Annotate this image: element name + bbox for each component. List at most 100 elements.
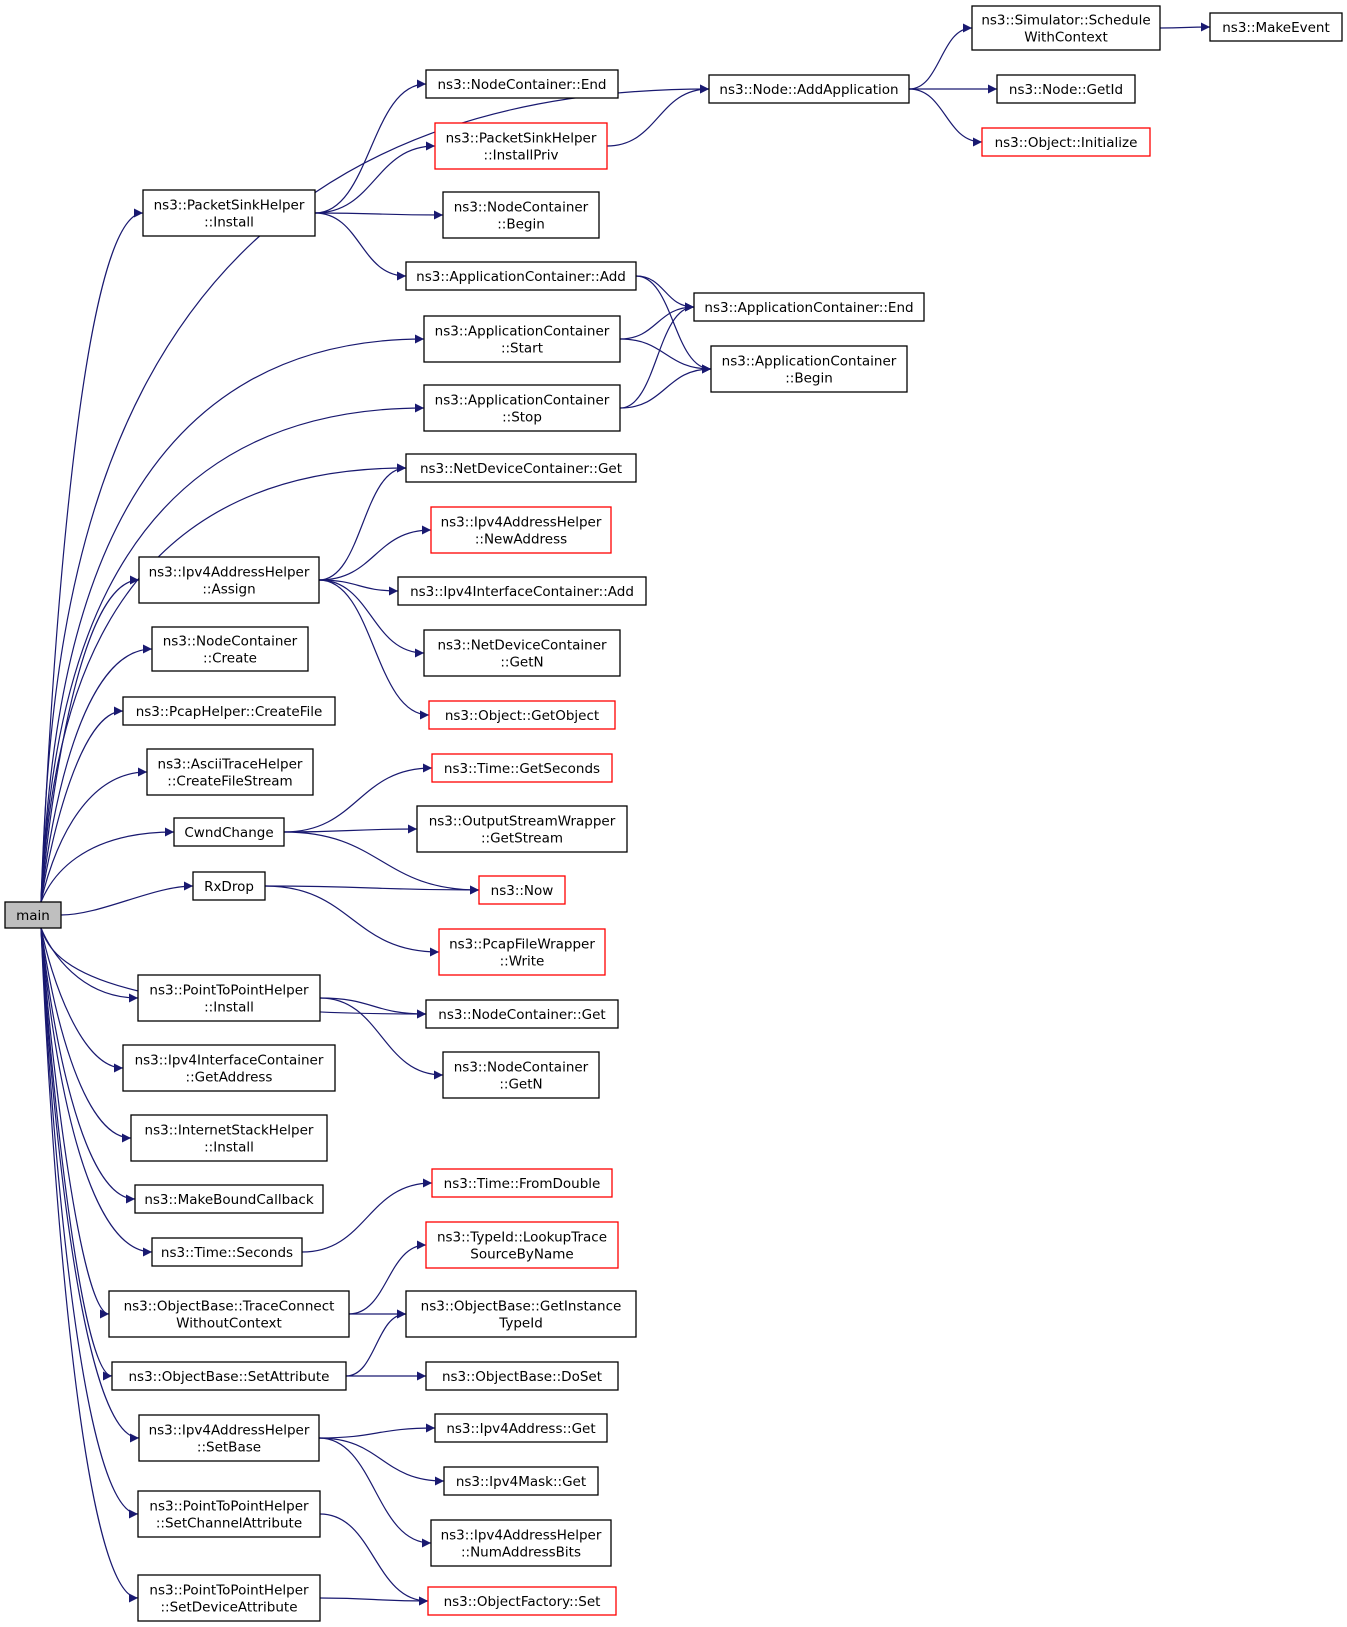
node-ipv4ah-newaddr[interactable]: ns3::Ipv4AddressHelper::NewAddress	[430, 506, 612, 554]
node-rx-drop[interactable]: RxDrop	[192, 871, 266, 901]
edge-pkt-install-to-nc-end	[314, 79, 427, 214]
node-p2p-install[interactable]: ns3::PointToPointHelper::Install	[137, 974, 321, 1022]
node-nc-begin[interactable]: ns3::NodeContainer::Begin	[442, 191, 600, 239]
node-ipv4mask-get[interactable]: ns3::Ipv4Mask::Get	[443, 1466, 599, 1496]
node-label: ns3::Now	[491, 883, 554, 899]
node-box	[405, 261, 637, 291]
edge-pkt-install-to-nc-begin	[314, 210, 444, 220]
node-ish-install[interactable]: ns3::InternetStackHelper::Install	[130, 1114, 328, 1162]
node-label: ns3::ObjectFactory::Set	[444, 1594, 601, 1610]
edge-main-to-rx-drop	[60, 881, 194, 916]
node-label: ::NewAddress	[475, 532, 567, 548]
node-box	[416, 805, 628, 853]
edge-p2p-install-to-nc-get	[319, 997, 427, 1019]
node-pcap-createfile[interactable]: ns3::PcapHelper::CreateFile	[122, 696, 336, 726]
node-time-fromdouble[interactable]: ns3::Time::FromDouble	[431, 1168, 613, 1198]
node-label: ::InstallPriv	[484, 148, 559, 164]
edge-main-to-make-bound-cb	[40, 927, 136, 1204]
node-label: ::Begin	[785, 371, 833, 387]
node-ipv4ah-numbits[interactable]: ns3::Ipv4AddressHelper::NumAddressBits	[430, 1519, 612, 1567]
node-label: ns3::ApplicationContainer::End	[704, 300, 913, 316]
node-ndc-get[interactable]: ns3::NetDeviceContainer::Get	[405, 453, 637, 483]
node-nc-get[interactable]: ns3::NodeContainer::Get	[425, 999, 619, 1029]
node-pcapfw-write[interactable]: ns3::PcapFileWrapper::Write	[438, 928, 606, 976]
node-label: ns3::Ipv4Mask::Get	[456, 1474, 586, 1490]
node-label: ns3::PcapHelper::CreateFile	[136, 704, 323, 720]
node-box	[430, 506, 612, 554]
node-label: ::NumAddressBits	[461, 1545, 581, 1561]
node-box	[137, 1490, 321, 1538]
node-label: ns3::PointToPointHelper	[149, 983, 309, 999]
node-ipv4ic-add[interactable]: ns3::Ipv4InterfaceContainer::Add	[397, 576, 647, 606]
node-box	[981, 127, 1151, 157]
node-obj-initialize[interactable]: ns3::Object::Initialize	[981, 127, 1151, 157]
node-ac-end[interactable]: ns3::ApplicationContainer::End	[693, 292, 925, 322]
node-main[interactable]: main	[4, 901, 62, 929]
node-label: ns3::NodeContainer	[454, 200, 589, 216]
node-ac-start[interactable]: ns3::ApplicationContainer::Start	[423, 315, 621, 363]
node-ascii-createfs[interactable]: ns3::AsciiTraceHelper::CreateFileStream	[146, 748, 314, 796]
node-ob-doset[interactable]: ns3::ObjectBase::DoSet	[425, 1361, 619, 1391]
node-ob-traceconnect[interactable]: ns3::ObjectBase::TraceConnectWithoutCont…	[108, 1290, 350, 1338]
node-make-event[interactable]: ns3::MakeEvent	[1209, 12, 1343, 42]
node-box	[425, 1221, 619, 1269]
node-ob-setattr[interactable]: ns3::ObjectBase::SetAttribute	[111, 1361, 347, 1391]
node-nc-create[interactable]: ns3::NodeContainer::Create	[151, 626, 309, 672]
node-box	[137, 974, 321, 1022]
node-box	[430, 1519, 612, 1567]
edge-main-to-node-addapp	[40, 84, 710, 903]
node-ac-stop[interactable]: ns3::ApplicationContainer::Stop	[423, 384, 621, 432]
node-p2p-setdevice[interactable]: ns3::PointToPointHelper::SetDeviceAttrib…	[137, 1574, 321, 1622]
node-label: WithoutContext	[176, 1316, 282, 1332]
node-label: ns3::NetDeviceContainer::Get	[420, 461, 622, 477]
node-p2p-setchannel[interactable]: ns3::PointToPointHelper::SetChannelAttri…	[137, 1490, 321, 1538]
node-label: ns3::Time::Seconds	[161, 1245, 293, 1261]
node-time-getseconds[interactable]: ns3::Time::GetSeconds	[431, 753, 613, 783]
node-box	[710, 345, 908, 393]
edge-ipv4ah-assign-to-obj-getobject	[318, 579, 430, 720]
node-label: ns3::Ipv4AddressHelper	[441, 515, 602, 531]
edge-ac-start-to-ac-end	[619, 302, 695, 340]
node-box	[130, 1114, 328, 1162]
edge-ipv4ah-assign-to-ndc-get	[318, 463, 407, 581]
node-node-getid[interactable]: ns3::Node::GetId	[996, 74, 1136, 104]
node-node-addapp[interactable]: ns3::Node::AddApplication	[708, 74, 910, 104]
node-label: ns3::ApplicationContainer	[435, 324, 610, 340]
node-label: ns3::PacketSinkHelper	[154, 198, 305, 214]
node-label: CwndChange	[184, 825, 273, 841]
node-osw-getstream[interactable]: ns3::OutputStreamWrapper::GetStream	[416, 805, 628, 853]
node-pkt-installpriv[interactable]: ns3::PacketSinkHelper::InstallPriv	[434, 122, 608, 170]
node-make-bound-cb[interactable]: ns3::MakeBoundCallback	[134, 1184, 324, 1214]
edge-cwnd-change-to-osw-getstream	[283, 824, 418, 834]
node-ipv4addr-get[interactable]: ns3::Ipv4Address::Get	[434, 1413, 608, 1443]
node-label: ns3::MakeEvent	[1222, 20, 1330, 36]
edge-node-addapp-to-sim-schedule	[908, 23, 973, 90]
node-label: ns3::PointToPointHelper	[149, 1583, 309, 1599]
node-label: ns3::ApplicationContainer::Add	[416, 269, 626, 285]
node-nc-getn[interactable]: ns3::NodeContainer::GetN	[442, 1051, 600, 1099]
node-objfactory-set[interactable]: ns3::ObjectFactory::Set	[427, 1586, 617, 1616]
node-obj-getobject[interactable]: ns3::Object::GetObject	[428, 700, 616, 730]
nodes-layer: mainns3::PacketSinkHelper::Installns3::N…	[4, 5, 1343, 1622]
node-ac-add[interactable]: ns3::ApplicationContainer::Add	[405, 261, 637, 291]
edge-sim-schedule-to-make-event	[1159, 22, 1211, 32]
node-label: ns3::Ipv4AddressHelper	[441, 1528, 602, 1544]
node-cwnd-change[interactable]: CwndChange	[173, 817, 285, 847]
node-now[interactable]: ns3::Now	[478, 875, 566, 905]
node-label: ns3::Time::GetSeconds	[444, 761, 600, 777]
node-ndc-getn[interactable]: ns3::NetDeviceContainer::GetN	[423, 629, 621, 677]
node-pkt-install[interactable]: ns3::PacketSinkHelper::Install	[142, 189, 316, 237]
edge-time-seconds-to-time-fromdouble	[301, 1178, 433, 1253]
node-ipv4ah-setbase[interactable]: ns3::Ipv4AddressHelper::SetBase	[138, 1414, 320, 1462]
node-nc-end[interactable]: ns3::NodeContainer::End	[425, 69, 619, 99]
edge-ipv4ah-assign-to-ipv4ah-newaddr	[318, 525, 432, 581]
node-ipv4ic-getaddr[interactable]: ns3::Ipv4InterfaceContainer::GetAddress	[122, 1044, 336, 1092]
node-ac-begin[interactable]: ns3::ApplicationContainer::Begin	[710, 345, 908, 393]
node-box	[425, 1361, 619, 1391]
node-time-seconds[interactable]: ns3::Time::Seconds	[151, 1237, 303, 1267]
node-ipv4ah-assign[interactable]: ns3::Ipv4AddressHelper::Assign	[138, 556, 320, 604]
